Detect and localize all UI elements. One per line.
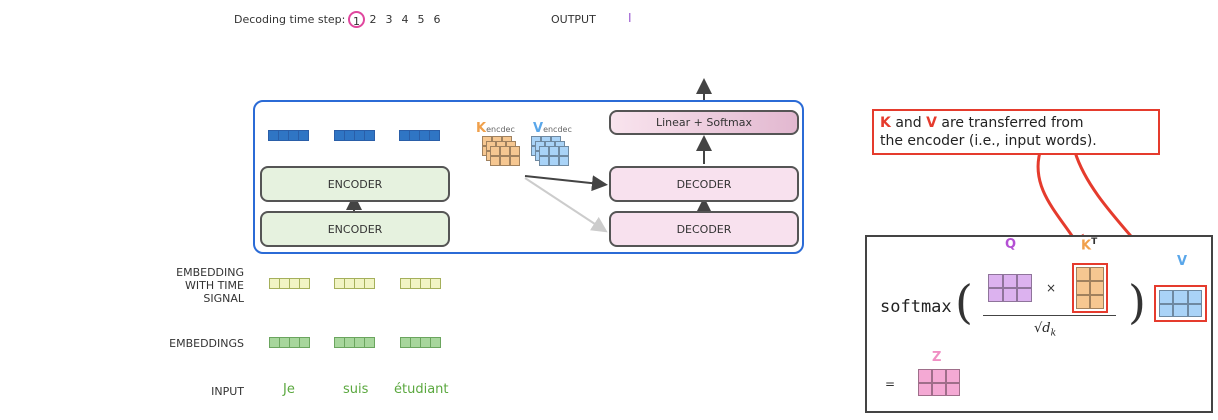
time-vector-2 xyxy=(334,278,375,289)
kv-callout: K and V are transferred from the encoder… xyxy=(872,109,1160,155)
v-matrix-front xyxy=(539,146,569,166)
output-word: I xyxy=(628,11,632,25)
encoder-output-vector-2 xyxy=(334,130,375,141)
decoding-step-label: Decoding time step: xyxy=(234,13,346,26)
kv-to-decoder2-arrow xyxy=(524,177,608,233)
encoder-bottom: ENCODER xyxy=(260,211,450,247)
decoder-top: DECODER xyxy=(609,166,799,202)
time-vector-3 xyxy=(400,278,441,289)
z-label: Z xyxy=(932,350,942,365)
step-3: 3 xyxy=(385,13,393,26)
encoder-output-vector-3 xyxy=(399,130,440,141)
input-label: INPUT xyxy=(211,385,244,398)
time-vector-1 xyxy=(269,278,310,289)
fraction-bar xyxy=(983,315,1116,316)
linear-softmax: Linear + Softmax xyxy=(609,110,799,135)
step-4: 4 xyxy=(401,13,409,26)
kt-matrix xyxy=(1076,267,1104,309)
step-2: 2 xyxy=(369,13,377,26)
left-paren: ( xyxy=(955,275,973,329)
encoder-top: ENCODER xyxy=(260,166,450,202)
k-encdec-label: Kencdec xyxy=(476,121,515,136)
v-encdec-label: Vencdec xyxy=(533,121,572,136)
times-sign: × xyxy=(1046,281,1057,295)
input-word-2: suis xyxy=(343,382,369,397)
q-matrix xyxy=(988,274,1032,302)
input-word-3: étudiant xyxy=(394,382,449,397)
v-label: V xyxy=(1177,254,1188,269)
step-indicator: 1 2 3 4 5 6 xyxy=(348,11,445,28)
k-matrix-front xyxy=(490,146,520,166)
equals-sign: = xyxy=(885,377,896,391)
decoder-bottom: DECODER xyxy=(609,211,799,247)
v-matrix xyxy=(1159,290,1202,317)
z-matrix xyxy=(918,369,960,396)
output-label: OUTPUT xyxy=(551,13,596,26)
embedding-vector-3 xyxy=(400,337,441,348)
step-5: 5 xyxy=(417,13,425,26)
softmax-text: softmax xyxy=(880,297,952,317)
step-1: 1 xyxy=(348,11,365,28)
embedding-time-label: EMBEDDING WITH TIME SIGNAL xyxy=(176,266,244,305)
step-6: 6 xyxy=(433,13,441,26)
model-container xyxy=(253,100,804,254)
kv-to-decoder-arrow xyxy=(524,175,608,192)
q-label: Q xyxy=(1005,237,1017,252)
embedding-vector-1 xyxy=(269,337,310,348)
input-word-1: Je xyxy=(283,382,295,397)
right-paren: ) xyxy=(1128,275,1146,329)
sqrt-dk: √dk xyxy=(1034,321,1057,339)
k-callout-arrow xyxy=(1036,151,1086,257)
embedding-vector-2 xyxy=(334,337,375,348)
v-highlight xyxy=(1154,285,1207,322)
kt-highlight xyxy=(1072,263,1108,313)
kt-label: KT xyxy=(1081,237,1098,254)
embeddings-label: EMBEDDINGS xyxy=(169,337,244,350)
encoder-output-vector-1 xyxy=(268,130,309,141)
